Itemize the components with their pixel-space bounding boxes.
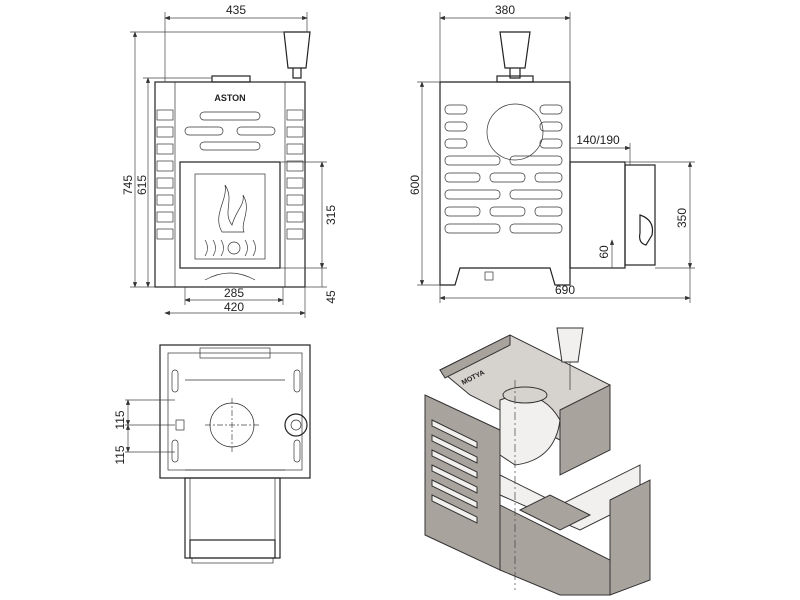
top-view (159, 344, 311, 564)
dim-45: 45 (324, 290, 338, 304)
iso-chimney-cup (556, 327, 584, 363)
dim-285: 285 (224, 286, 244, 300)
iso-door (609, 479, 651, 596)
flue-circle (486, 103, 544, 161)
side-slots-left (156, 109, 174, 240)
side-view (439, 31, 656, 286)
dim-115-upper: 115 (113, 410, 127, 429)
firebox-tunnel (184, 477, 281, 559)
side-dimensions: 380 600 140/190 350 60 690 (408, 3, 695, 303)
door-handle (639, 214, 654, 246)
dim-690: 690 (555, 283, 575, 297)
isometric-cutaway-view: MOTYA (424, 327, 651, 596)
side-slots-right (286, 109, 304, 240)
side-body (439, 81, 571, 286)
fire-door (179, 161, 281, 269)
front-view: ASTON (154, 31, 311, 288)
dim-435: 435 (226, 3, 246, 17)
wave-ornament (204, 239, 256, 257)
top-body (159, 344, 311, 479)
stove-body (154, 81, 306, 288)
top-plate (211, 75, 251, 83)
dim-600: 600 (408, 175, 422, 195)
dim-380: 380 (495, 3, 515, 17)
top-dimensions: 115 115 (113, 399, 175, 465)
brand-label: ASTON (214, 93, 245, 103)
flue-door (624, 164, 656, 266)
dim-315: 315 (324, 205, 338, 225)
chimney-cup (499, 31, 531, 79)
chimney-cup (283, 31, 311, 79)
dim-115-lower: 115 (113, 445, 127, 464)
dim-745: 745 (121, 175, 135, 195)
water-fitting (284, 413, 308, 437)
dim-60: 60 (597, 245, 611, 259)
flame-icon (218, 184, 247, 233)
dim-420: 420 (224, 300, 244, 314)
front-dimensions: 435 745 615 315 45 285 420 (121, 3, 338, 318)
dim-140-190: 140/190 (576, 133, 620, 147)
dim-615: 615 (135, 175, 149, 195)
side-slots (444, 104, 563, 234)
door-glass (194, 173, 266, 260)
dim-350: 350 (675, 208, 689, 228)
iso-slots (431, 419, 478, 524)
